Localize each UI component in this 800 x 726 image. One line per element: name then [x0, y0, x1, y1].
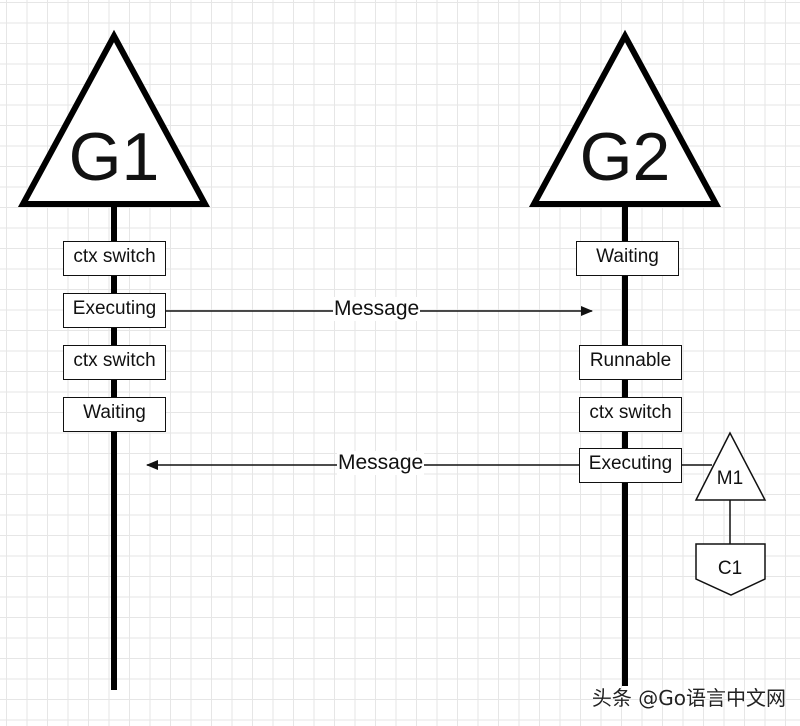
g1-state-ctx-switch-1: ctx switch — [63, 241, 166, 276]
watermark-text: 头条 @Go语言中文网 — [591, 686, 786, 710]
message-label-g2-to-g1: Message — [337, 451, 425, 475]
g1-triangle — [17, 29, 211, 207]
g1-state-executing: Executing — [63, 293, 166, 328]
g2-label: G2 — [580, 119, 671, 195]
g2-state-ctx-switch: ctx switch — [579, 397, 682, 432]
message-label-g1-to-g2: Message — [333, 297, 421, 321]
g2-state-executing: Executing — [579, 448, 682, 483]
g2-state-runnable: Runnable — [579, 345, 682, 380]
m1-label: M1 — [717, 468, 743, 489]
g2-triangle — [528, 29, 722, 207]
g1-label: G1 — [69, 119, 160, 195]
m1-triangle — [694, 431, 767, 501]
g2-state-waiting: Waiting — [576, 241, 679, 276]
c1-pentagon — [695, 543, 766, 596]
g1-state-waiting: Waiting — [63, 397, 166, 432]
g1-state-ctx-switch-2: ctx switch — [63, 345, 166, 380]
c1-label: C1 — [718, 558, 742, 579]
